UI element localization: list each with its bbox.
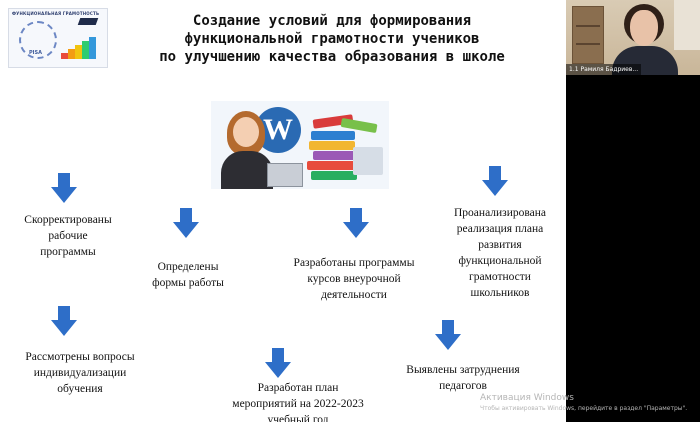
logo-caption: ФУНКЦИОНАЛЬНАЯ ГРАМОТНОСТЬ bbox=[12, 11, 100, 16]
item-text-line: программы bbox=[40, 246, 96, 258]
teacher-body bbox=[221, 151, 273, 189]
participant-name-label: 1.1 Рамиля Бадриев... bbox=[566, 64, 642, 75]
graduation-cap-icon bbox=[77, 18, 99, 25]
down-arrow-icon bbox=[435, 320, 461, 350]
item-text-line: мероприятий на 2022-2023 bbox=[232, 398, 364, 410]
item-text-line: грамотности bbox=[469, 271, 531, 283]
item-text-line: развития bbox=[478, 239, 522, 251]
down-arrow-icon bbox=[173, 208, 199, 238]
bookshelf-background bbox=[572, 6, 604, 64]
title-line-1: Создание условий для формирования bbox=[192, 13, 472, 29]
colored-stairs-icon bbox=[61, 31, 101, 59]
item-individualization: Рассмотрены вопросы индивидуализации обу… bbox=[10, 349, 150, 397]
item-work-forms: Определены формы работы bbox=[136, 259, 240, 291]
item-corrected-programs: Скорректированы рабочие программы bbox=[14, 212, 122, 260]
functional-literacy-logo: ФУНКЦИОНАЛЬНАЯ ГРАМОТНОСТЬ PISA bbox=[8, 8, 108, 68]
activation-title: Активация Windows bbox=[480, 393, 574, 403]
windows-activation-watermark: Активация Windows Чтобы активировать Win… bbox=[480, 392, 687, 413]
item-text-line: функциональной bbox=[458, 255, 542, 267]
participant-video-tile[interactable]: 1.1 Рамиля Бадриев... bbox=[566, 0, 700, 75]
participant-face bbox=[630, 10, 658, 46]
item-text-line: деятельности bbox=[321, 289, 387, 301]
item-extracurricular-programs: Разработаны программы курсов внеурочной … bbox=[270, 255, 438, 303]
item-text-line: учебный год bbox=[267, 414, 329, 422]
item-text-line: Рассмотрены вопросы bbox=[25, 351, 135, 363]
title-line-2: функциональной грамотности учеников bbox=[184, 31, 480, 47]
item-text-line: индивидуализации bbox=[33, 367, 127, 379]
item-text-line: реализация плана bbox=[456, 223, 544, 235]
item-text-line: Разработан план bbox=[257, 382, 339, 394]
item-text-line: Определены bbox=[157, 261, 219, 273]
logo-clock-ring bbox=[19, 21, 57, 59]
down-arrow-icon bbox=[51, 306, 77, 336]
item-action-plan: Разработан план мероприятий на 2022-2023… bbox=[220, 380, 376, 422]
presentation-slide: ФУНКЦИОНАЛЬНАЯ ГРАМОТНОСТЬ PISA Создание… bbox=[0, 0, 566, 422]
laptop-icon bbox=[267, 163, 303, 187]
item-text-line: рабочие bbox=[48, 230, 88, 242]
activation-subtitle: Чтобы активировать Windows, перейдите в … bbox=[480, 405, 688, 412]
down-arrow-icon bbox=[482, 166, 508, 196]
down-arrow-icon bbox=[265, 348, 291, 378]
window-background bbox=[674, 0, 700, 50]
item-teacher-difficulties: Выявлены затруднения педагогов bbox=[390, 362, 536, 394]
teacher-face bbox=[233, 117, 259, 147]
video-call-panel: 1.1 Рамиля Бадриев... bbox=[566, 0, 700, 422]
item-text-line: педагогов bbox=[439, 380, 487, 392]
logo-pisa-mark: PISA bbox=[29, 50, 42, 56]
item-plan-analysis: Проанализирована реализация плана развит… bbox=[438, 205, 562, 301]
item-text-line: школьников bbox=[470, 287, 530, 299]
book-stack-icon bbox=[307, 113, 385, 185]
item-text-line: Выявлены затруднения bbox=[406, 364, 520, 376]
item-text-line: Проанализирована bbox=[454, 207, 546, 219]
down-arrow-icon bbox=[343, 208, 369, 238]
item-text-line: формы работы bbox=[152, 277, 224, 289]
teacher-with-books-illustration bbox=[211, 101, 389, 189]
down-arrow-icon bbox=[51, 173, 77, 203]
item-text-line: обучения bbox=[57, 383, 103, 395]
title-line-3: по улучшению качества образования в школ… bbox=[159, 49, 505, 65]
item-text-line: Разработаны программы bbox=[293, 257, 415, 269]
item-text-line: курсов внеурочной bbox=[307, 273, 401, 285]
slide-title: Создание условий для формирования функци… bbox=[112, 12, 552, 66]
item-text-line: Скорректированы bbox=[24, 214, 112, 226]
